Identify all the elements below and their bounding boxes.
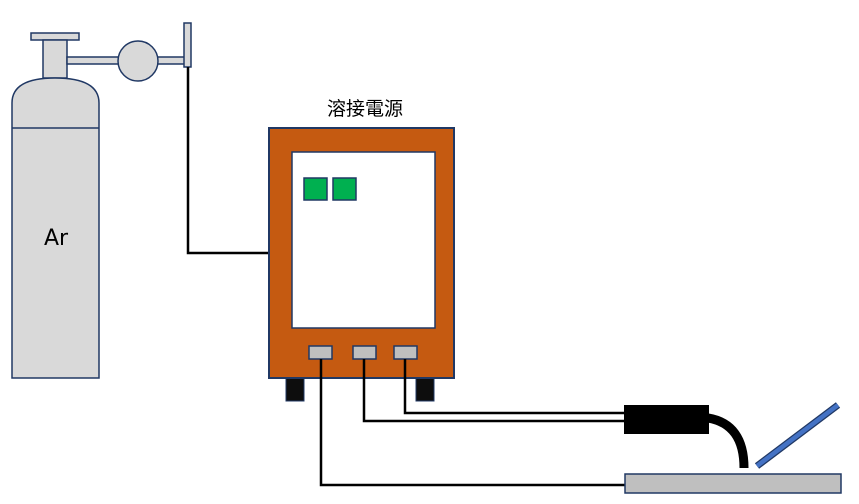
gas-regulator-assembly <box>66 22 192 82</box>
output-terminal-3 <box>393 345 418 360</box>
torch-cable-outer <box>362 359 626 423</box>
torch-cable-inner <box>403 359 626 415</box>
gas-cylinder: Ar <box>11 32 100 379</box>
regulator-gauge-icon <box>117 40 159 82</box>
indicator-lamp-2 <box>332 177 357 201</box>
ground-cable <box>319 359 626 487</box>
cylinder-valve-neck <box>42 39 68 79</box>
cylinder-label: Ar <box>44 226 69 251</box>
torch-handle <box>624 405 709 434</box>
power-source-foot-left <box>285 377 305 402</box>
torch-neck <box>707 413 749 469</box>
output-terminal-1 <box>308 345 333 360</box>
welding-torch-icon <box>624 405 749 469</box>
indicator-lamp-1 <box>303 177 328 201</box>
cylinder-valve-cap <box>30 32 80 41</box>
pipe-end-fitting <box>183 22 192 68</box>
power-source-foot-right <box>415 377 435 402</box>
workpiece <box>624 473 842 494</box>
power-source-label: 溶接電源 <box>327 98 403 120</box>
filler-rod-fill <box>755 403 840 468</box>
output-terminal-2 <box>352 345 377 360</box>
welding-power-source: 溶接電源 <box>268 98 455 402</box>
cylinder-body <box>11 77 100 379</box>
gas-hose-line <box>186 67 268 255</box>
